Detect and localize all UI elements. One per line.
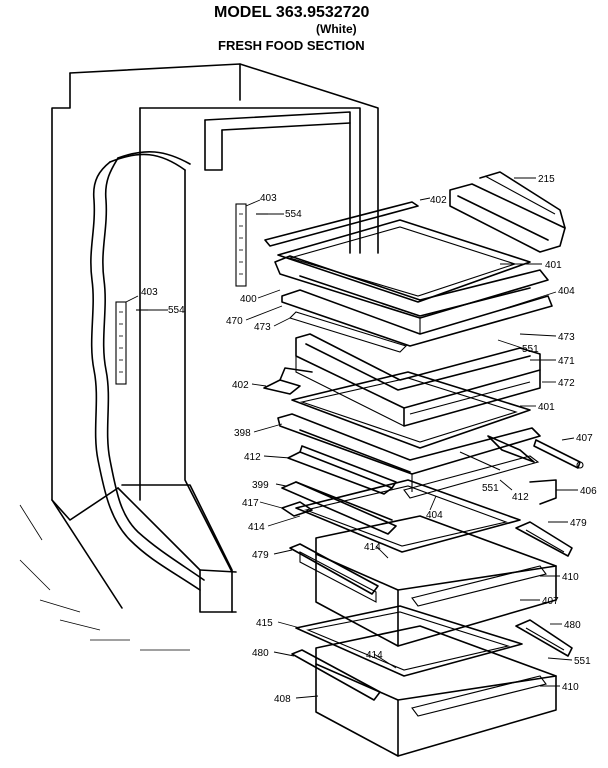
crisper-glass-414 bbox=[281, 479, 521, 553]
callout-414-left: 414 bbox=[248, 522, 265, 533]
callout-406: 406 bbox=[580, 486, 597, 497]
model-title: MODEL 363.9532720 bbox=[214, 4, 370, 21]
egg-bin-215 bbox=[449, 171, 566, 253]
callout-480-left: 480 bbox=[252, 648, 269, 659]
callout-412-right: 412 bbox=[512, 492, 529, 503]
crisper-drawer-upper bbox=[299, 515, 557, 647]
bracket-406 bbox=[529, 479, 557, 505]
callout-401-lower: 401 bbox=[538, 402, 555, 413]
model-variant: (White) bbox=[316, 22, 357, 36]
lower-glass-shelf-401 bbox=[291, 371, 531, 449]
shelf-frame-398 bbox=[277, 413, 541, 492]
callout-399: 399 bbox=[252, 480, 269, 491]
callout-472: 472 bbox=[558, 378, 575, 389]
callout-404-lower: 404 bbox=[426, 510, 443, 521]
callout-479-left: 479 bbox=[252, 550, 269, 561]
callout-398: 398 bbox=[234, 428, 251, 439]
section-title: FRESH FOOD SECTION bbox=[218, 38, 365, 53]
callout-551-bottom: 551 bbox=[574, 656, 591, 667]
crisper-glass-lower bbox=[295, 605, 523, 677]
callout-551-top: 551 bbox=[522, 344, 539, 355]
cover-bar-412 bbox=[287, 445, 397, 495]
callout-407-drawer: 407 bbox=[542, 596, 559, 607]
top-shelf bbox=[264, 201, 531, 303]
callout-414-mid: 414 bbox=[364, 542, 381, 553]
shelf-frame-400 bbox=[274, 255, 553, 353]
callout-412-left: 412 bbox=[244, 452, 261, 463]
callout-402-side: 402 bbox=[232, 380, 249, 391]
callout-473-right: 473 bbox=[558, 332, 575, 343]
rod-407 bbox=[533, 439, 584, 469]
rail-assembly-412b bbox=[459, 435, 535, 471]
callout-471: 471 bbox=[558, 356, 575, 367]
callout-479-right: 479 bbox=[570, 518, 587, 529]
shelf-support-rail-right bbox=[235, 203, 268, 287]
callout-404-top: 404 bbox=[558, 286, 575, 297]
meat-pan-471 bbox=[295, 333, 541, 427]
callout-480-right: 480 bbox=[564, 620, 581, 631]
slide-rail-479-right bbox=[515, 521, 573, 557]
leader-lines bbox=[125, 177, 578, 699]
callout-401-top: 401 bbox=[545, 260, 562, 271]
callout-labels: 215 402 403 554 401 403 554 400 404 470 … bbox=[141, 174, 597, 705]
callout-403-left: 403 bbox=[141, 287, 158, 298]
callout-408: 408 bbox=[274, 694, 291, 705]
callout-417: 417 bbox=[242, 498, 259, 509]
side-clip-402 bbox=[263, 367, 313, 395]
callout-400: 400 bbox=[240, 294, 257, 305]
callout-410-lower: 410 bbox=[562, 682, 579, 693]
callout-473-left: 473 bbox=[254, 322, 271, 333]
shelf-support-rail-left bbox=[115, 301, 148, 385]
callout-470: 470 bbox=[226, 316, 243, 327]
callout-407-rod: 407 bbox=[576, 433, 593, 444]
callout-410-upper: 410 bbox=[562, 572, 579, 583]
crisper-drawer-lower bbox=[315, 625, 557, 757]
callout-415: 415 bbox=[256, 618, 273, 629]
cover-support-399 bbox=[281, 455, 540, 535]
callout-402-top: 402 bbox=[430, 195, 447, 206]
slide-rail-479-left bbox=[289, 543, 379, 595]
callout-551-mid: 551 bbox=[482, 483, 499, 494]
callout-554-right: 554 bbox=[285, 209, 302, 220]
callout-414-lower: 414 bbox=[366, 650, 383, 661]
callout-215: 215 bbox=[538, 174, 555, 185]
cabinet-liner bbox=[19, 63, 379, 651]
slide-rail-480-right bbox=[515, 619, 573, 657]
callout-403-right: 403 bbox=[260, 193, 277, 204]
callout-554-left: 554 bbox=[168, 305, 185, 316]
